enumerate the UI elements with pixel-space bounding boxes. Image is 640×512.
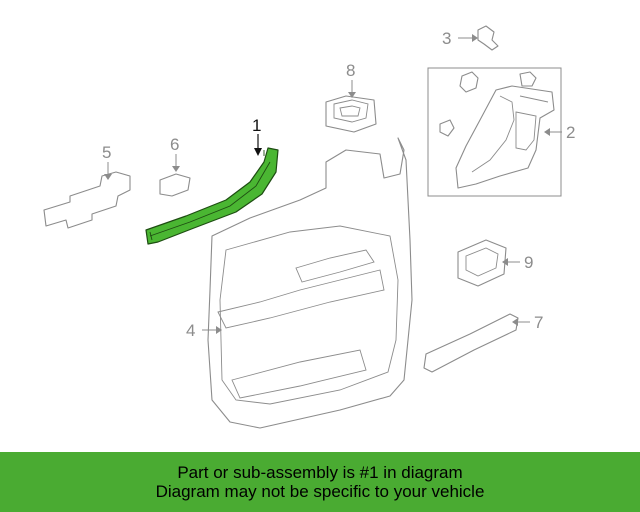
part-9-switch [457, 239, 507, 287]
callout-8-arrow [348, 92, 356, 98]
callout-numbers: 1 2 3 4 5 6 7 8 9 [102, 29, 575, 340]
part-6-clip [159, 173, 191, 197]
callout-6-arrow [172, 166, 180, 172]
callout-leaders [104, 34, 562, 334]
part-8-switch [325, 95, 377, 133]
callout-9-arrow [502, 258, 508, 266]
callout-1-number: 1 [252, 116, 261, 135]
part-8-switch-group [325, 95, 377, 133]
banner-line-1: Part or sub-assembly is #1 in diagram [177, 463, 463, 482]
part-1-highlight [145, 147, 279, 245]
part-2-panel [455, 85, 555, 189]
part-4-pocket [231, 349, 367, 399]
callout-3-arrow [472, 34, 478, 42]
parts-diagram: 1 2 3 4 5 6 7 8 9 [43, 25, 575, 429]
part-4-armrest [217, 269, 385, 329]
callout-4-number: 4 [186, 321, 195, 340]
banner-line-2: Diagram may not be specific to your vehi… [155, 482, 485, 501]
callout-7-number: 7 [534, 313, 543, 332]
part-7-trim-strip [423, 313, 519, 373]
callout-5-number: 5 [102, 143, 111, 162]
part-2-trim-panel-group [427, 67, 562, 197]
part-1-highlight-edge [149, 150, 271, 241]
part-2-clip-a [459, 71, 479, 93]
callout-2-number: 2 [566, 123, 575, 142]
part-5-bracket [43, 171, 131, 229]
callout-6-number: 6 [170, 135, 179, 154]
part-4-door-panel-group [207, 137, 413, 429]
callout-2-arrow [544, 128, 550, 136]
callout-1-arrow [254, 148, 262, 156]
part-2-panel-detail [471, 95, 549, 173]
part-2-clip-b [439, 119, 455, 137]
callout-4-arrow [216, 326, 222, 334]
part-4-door-panel [207, 137, 413, 429]
part-3-clip [477, 25, 499, 51]
part-4-door-inner [219, 225, 399, 405]
info-banner: Part or sub-assembly is #1 in diagram Di… [0, 452, 640, 512]
part-2-clip-c [519, 71, 537, 87]
part-9-switch-group [457, 239, 507, 287]
callout-3-number: 3 [442, 29, 451, 48]
part-4-handle [295, 249, 375, 283]
callout-9-number: 9 [524, 253, 533, 272]
callout-7-arrow [512, 318, 518, 326]
callout-5-arrow [104, 174, 112, 180]
part-9-switch-detail [465, 247, 499, 277]
callout-8-number: 8 [346, 61, 355, 80]
part-1-highlighted-group [145, 147, 279, 245]
part-8-switch-detail [333, 99, 369, 123]
